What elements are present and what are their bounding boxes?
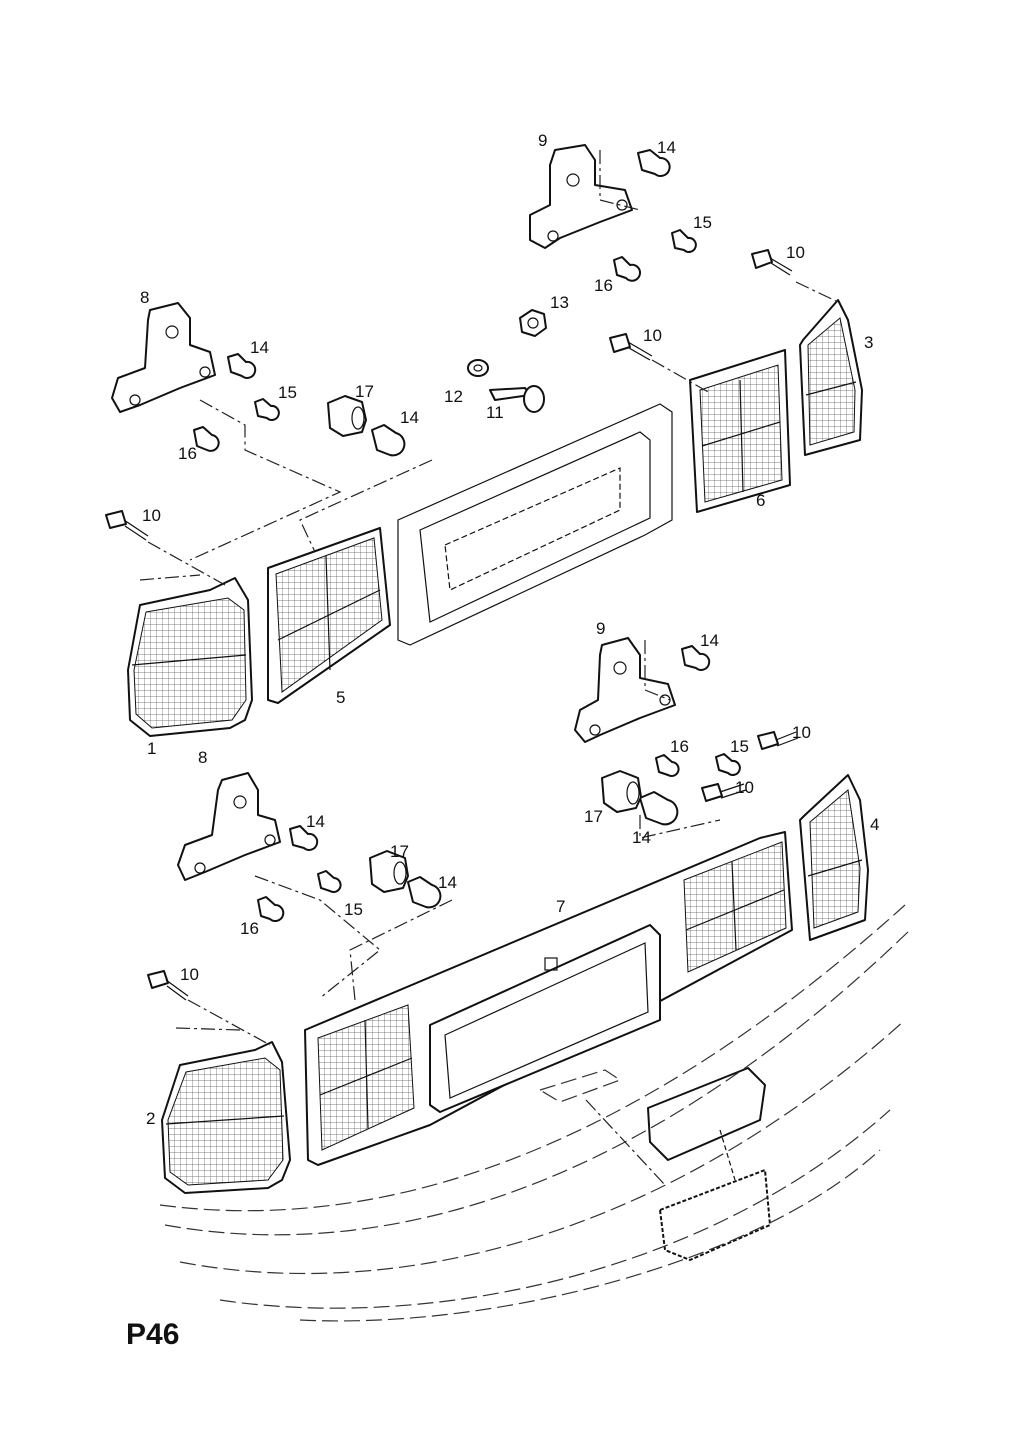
callout-15-upper-left: 15 bbox=[278, 383, 297, 402]
leader-lines bbox=[139, 150, 839, 1186]
outer-lamp-3 bbox=[799, 299, 863, 456]
bulb-14-lower-center-right bbox=[639, 791, 679, 826]
callout-10-upper-right: 10 bbox=[786, 243, 805, 262]
callout-11: 11 bbox=[486, 403, 504, 422]
bulb-16-upper-left bbox=[193, 426, 220, 452]
screw-10-lower-right-b bbox=[701, 783, 747, 802]
callout-9-upper: 9 bbox=[538, 131, 547, 150]
screw-10-upper-left bbox=[105, 510, 149, 541]
callout-9-lower: 9 bbox=[596, 619, 605, 638]
bulb-16-lower-right bbox=[655, 754, 680, 777]
callout-15-lower-right: 15 bbox=[730, 737, 749, 756]
number-plate-lamp bbox=[647, 1067, 771, 1261]
callout-5: 5 bbox=[336, 688, 345, 707]
callout-7: 7 bbox=[556, 897, 565, 916]
callout-16-lower-right: 16 bbox=[670, 737, 689, 756]
bulb-socket-17-lower-right bbox=[601, 770, 642, 813]
bulb-15-upper-left bbox=[254, 398, 280, 421]
callout-4: 4 bbox=[870, 815, 879, 834]
screw-10-upper-mid bbox=[609, 333, 653, 361]
bulb-socket-17-lower-left bbox=[369, 850, 409, 893]
bulb-15-upper-right bbox=[671, 229, 697, 253]
lamp-holder-9-upper bbox=[529, 144, 633, 249]
inner-lamp-6 bbox=[689, 349, 791, 513]
callout-10-lower-right-b: 10 bbox=[735, 778, 754, 797]
car-body-outline bbox=[159, 904, 911, 1322]
bulb-15-lower-left bbox=[317, 870, 342, 893]
bulb-socket-17-upper bbox=[327, 395, 367, 437]
inner-lamp-5 bbox=[267, 527, 391, 704]
screw-10-upper-right bbox=[751, 249, 793, 276]
bulb-14-upper-left bbox=[227, 353, 257, 379]
bulb-16-upper-right bbox=[613, 256, 641, 282]
callout-6: 6 bbox=[756, 491, 765, 510]
self-tapping-screw-11 bbox=[489, 385, 545, 413]
callout-15-upper-right: 15 bbox=[693, 213, 712, 232]
callout-16-upper-right: 16 bbox=[594, 276, 613, 295]
callout-16-lower-left: 16 bbox=[240, 919, 259, 938]
callout-8-lower: 8 bbox=[198, 748, 207, 767]
trim-panel-7 bbox=[304, 831, 793, 1166]
lamp-holder-8-lower bbox=[177, 772, 281, 881]
callout-12: 12 bbox=[444, 387, 463, 406]
washer-12 bbox=[467, 359, 489, 377]
outer-lamp-2 bbox=[161, 1041, 291, 1194]
callout-1: 1 bbox=[147, 739, 156, 758]
callout-16-upper-left: 16 bbox=[178, 444, 197, 463]
outer-lamp-4 bbox=[799, 774, 869, 941]
trim-panel-upper bbox=[397, 403, 673, 646]
callout-2: 2 bbox=[146, 1109, 155, 1128]
bulb-15-lower-right bbox=[715, 753, 741, 776]
callout-10-upper-mid: 10 bbox=[643, 326, 662, 345]
callout-13: 13 bbox=[550, 293, 569, 312]
callout-14-upper-left: 14 bbox=[250, 338, 269, 357]
callout-3: 3 bbox=[864, 333, 873, 352]
callout-14-upper-right: 14 bbox=[657, 138, 676, 157]
outer-lamp-1 bbox=[127, 577, 253, 737]
bulb-14-upper-center bbox=[371, 424, 406, 457]
callout-10-lower-left: 10 bbox=[180, 965, 199, 984]
callout-17-lower-left: 17 bbox=[390, 842, 409, 861]
bulb-14-upper-right bbox=[637, 149, 671, 177]
lamp-holder-9-lower bbox=[574, 637, 676, 743]
callout-15-lower-left: 15 bbox=[344, 900, 363, 919]
callout-labels: 9 14 15 10 16 13 8 10 3 14 17 15 12 14 1… bbox=[140, 131, 879, 1128]
screw-10-lower-left bbox=[147, 970, 189, 1001]
lamp-holder-8-upper bbox=[111, 302, 216, 413]
page-code: P46 bbox=[126, 1318, 180, 1351]
bulb-14-lower-right bbox=[681, 645, 711, 671]
callout-17-lower-right: 17 bbox=[584, 807, 603, 826]
callout-14-lower-center-right: 14 bbox=[632, 828, 651, 847]
callout-8-upper: 8 bbox=[140, 288, 149, 307]
callout-17-upper: 17 bbox=[355, 382, 374, 401]
callout-14-upper-center: 14 bbox=[400, 408, 419, 427]
callout-14-lower-left: 14 bbox=[306, 812, 325, 831]
screw-10-lower-right-a bbox=[757, 731, 799, 750]
callout-14-lower-center-left: 14 bbox=[438, 873, 457, 892]
callout-14-lower-right: 14 bbox=[700, 631, 719, 650]
bulb-16-lower-left bbox=[257, 896, 285, 922]
nut-13 bbox=[519, 309, 547, 337]
bulb-14-lower-left bbox=[289, 825, 319, 851]
bulb-14-lower-center-left bbox=[407, 876, 442, 909]
callout-10-upper-left: 10 bbox=[142, 506, 161, 525]
callout-10-lower-right-a: 10 bbox=[792, 723, 811, 742]
